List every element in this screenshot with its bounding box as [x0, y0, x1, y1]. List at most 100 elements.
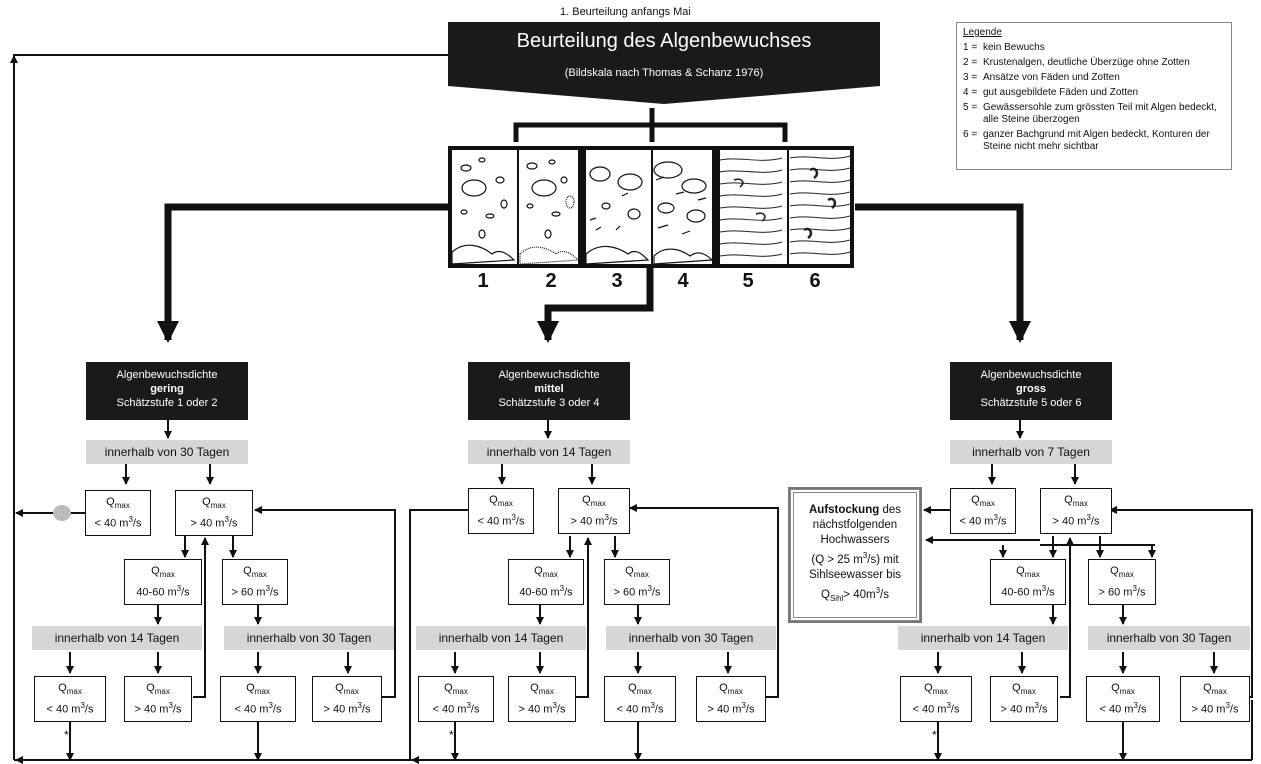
legend-item: 5 =Gewässersohle zum grössten Teil mit A… [963, 102, 1225, 126]
legend-text: ganzer Bachgrund mit Algen bedeckt, Kont… [983, 129, 1210, 152]
auf-line-6: QSihl> 40m3/s [821, 585, 889, 603]
q-label: Qmax [106, 496, 130, 511]
q-range: > 40 m3/s [707, 701, 755, 716]
q-label: Qmax [625, 565, 649, 580]
q-range: > 40 m3/s [518, 701, 566, 716]
qmax-40-60-box: Qmax 40-60 m3/s [124, 559, 202, 605]
period-bar: innerhalb von 30 Tagen [86, 440, 248, 464]
legend-item: 4 =gut ausgebildete Fäden und Zotten [963, 87, 1225, 99]
asterisk-mark: * [449, 728, 454, 742]
algae-panel-1-2 [448, 146, 582, 268]
algae-panel-3-4 [582, 146, 716, 268]
scale-number-2: 2 [545, 270, 557, 292]
qmax-lt40-box: Qmax< 40 m3/s [604, 676, 676, 722]
algae-sketch-high-image [720, 155, 850, 257]
q-label: Qmax [1110, 565, 1134, 580]
q-range: < 40 m3/s [1099, 701, 1147, 716]
legend-num: 6 = [963, 129, 978, 140]
auf-line-3: Hochwassers [820, 534, 890, 546]
q-label: Qmax [58, 682, 82, 697]
q-label: Qmax [1111, 682, 1135, 697]
qmax-gt40-box: Qmax > 40 m3/s [990, 676, 1058, 722]
q-label: Qmax [924, 682, 948, 697]
q-label: Qmax [719, 682, 743, 697]
legend-text: Ansätze von Fäden und Zotten [983, 72, 1120, 83]
q-label: Qmax [489, 494, 513, 509]
qmax-gt40-box: Qmax> 40 m3/s [1180, 676, 1250, 722]
q-label: Qmax [628, 682, 652, 697]
qmax-lt40-box: Qmax < 40 m3/s [900, 676, 972, 722]
q-range: > 60 m3/s [1098, 584, 1146, 599]
qmax-gt60-box: Qmax> 60 m3/s [604, 559, 670, 605]
scale-number-5: 5 [742, 270, 754, 292]
q-range: 40-60 m3/s [519, 584, 573, 599]
density-label: Algenbewuchsdichte [980, 369, 1082, 381]
scale-number-3: 3 [611, 270, 623, 292]
top-note: 1. Beurteilung anfangs Mai [560, 6, 691, 18]
period-bar: innerhalb von 30 Tagen [1088, 626, 1250, 650]
density-label: Algenbewuchsdichte [116, 369, 218, 381]
legend-text: kein Bewuchs [983, 42, 1045, 53]
q-label: Qmax [1064, 494, 1088, 509]
algae-sketch-medium-image [586, 161, 712, 264]
qmax-gt60-box: Qmax> 60 m3/s [222, 559, 288, 605]
q-label: Qmax [582, 494, 606, 509]
legend-item: 6 = ganzer Bachgrund mit Algen bedeckt, K… [963, 129, 1225, 153]
asterisk-mark: * [932, 728, 937, 742]
header-title: Beurteilung des Algenbewuchses [516, 30, 812, 52]
auf-line-2: nächstfolgenden [812, 519, 898, 531]
legend: Legende 1 =kein Bewuchs 2 = Krustenalgen,… [956, 22, 1232, 170]
q-range: > 40 m3/s [1000, 701, 1048, 716]
density-level: Schätzstufe 3 oder 4 [498, 397, 600, 409]
density-high-box: Algenbewuchsdichte gross Schätzstufe 5 o… [950, 362, 1112, 420]
q-range: < 40 m3/s [94, 515, 142, 530]
q-label: Qmax [444, 682, 468, 697]
legend-title: Legende [963, 27, 1002, 38]
legend-item: 1 =kein Bewuchs [963, 42, 1225, 54]
q-range: < 40 m3/s [912, 701, 960, 716]
q-range: 40-60 m3/s [1001, 584, 1055, 599]
q-range: > 40 m3/s [190, 515, 238, 530]
qmax-gt60-box: Qmax > 60 m3/s [1088, 559, 1156, 605]
aufstockung-box: Aufstockung des nächstfolgenden Hochwass… [788, 487, 922, 623]
qmax-gt40-box: Qmax> 40 m3/s [124, 676, 192, 722]
qmax-gt40-box: Qmax > 40 m3/s [175, 490, 253, 536]
q-label: Qmax [530, 682, 554, 697]
q-range: < 40 m3/s [477, 513, 525, 528]
q-label: Qmax [246, 682, 270, 697]
legend-text: Krustenalgen, deutliche Überzüge ohne Zo… [983, 57, 1190, 68]
q-range: < 40 m3/s [46, 701, 94, 716]
q-label: Qmax [534, 565, 558, 580]
header-subtitle: (Bildskala nach Thomas & Schanz 1976) [564, 67, 764, 79]
legend-text: gut ausgebildete Fäden und Zotten [983, 87, 1139, 98]
q-range: 40-60 m3/s [136, 584, 190, 599]
density-level: Schätzstufe 5 oder 6 [980, 397, 1082, 409]
q-range: < 40 m3/s [432, 701, 480, 716]
asterisk-mark: * [64, 728, 69, 742]
auf-line-5: Sihlseewasser bis [808, 568, 902, 581]
q-range: > 40 m3/s [134, 701, 182, 716]
q-label: Qmax [243, 565, 267, 580]
period-bar: innerhalb von 14 Tagen [32, 626, 202, 650]
legend-item: 3 =Ansätze von Fäden und Zotten [963, 72, 1225, 84]
q-range: < 40 m3/s [959, 513, 1007, 528]
qmax-40-60-box: Qmax 40-60 m3/s [508, 559, 584, 605]
qmax-lt40-box: Qmax < 40 m3/s [34, 676, 106, 722]
q-label: Qmax [151, 565, 175, 580]
q-range: > 40 m3/s [323, 701, 371, 716]
legend-num: 2 = [963, 57, 978, 68]
qmax-gt40-box: Qmax> 40 m3/s [312, 676, 382, 722]
algae-panel-5-6 [716, 146, 854, 268]
qmax-lt40-box: Qmax < 40 m3/s [468, 488, 534, 534]
header-box: Beurteilung des Algenbewuchses (Bildskal… [448, 22, 880, 104]
q-label: Qmax [202, 496, 226, 511]
panel-divider [517, 150, 519, 264]
scale-number-4: 4 [677, 270, 689, 292]
q-label: Qmax [1012, 682, 1036, 697]
scale-number-6: 6 [809, 270, 821, 292]
qmax-lt40-box: Qmax < 40 m3/s [418, 676, 494, 722]
qmax-lt40-box: Qmax < 40 m3/s [1086, 676, 1160, 722]
period-bar: innerhalb von 14 Tagen [468, 440, 630, 464]
